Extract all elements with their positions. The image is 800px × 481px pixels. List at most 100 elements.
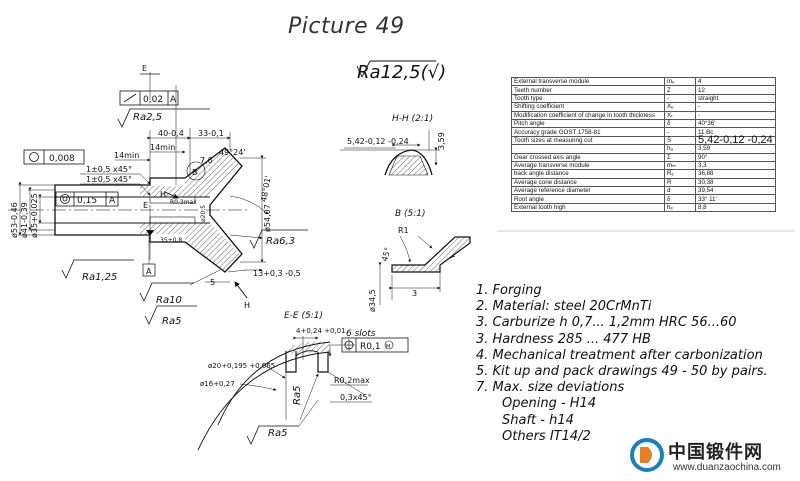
param-symbol-cell: hₐ xyxy=(664,144,696,154)
note-line: 3. Hardness 285 ... 477 HB xyxy=(476,331,651,347)
param-name-cell: External tooth high xyxy=(511,202,665,213)
param-name-cell: Teeth number xyxy=(511,85,665,95)
param-value-cell: 39,54 xyxy=(695,186,776,196)
label-ee-ra5-b: Ra5 xyxy=(268,428,287,439)
label-dia-54: ø54,07 xyxy=(263,204,272,232)
label-angle-48: 48°01' xyxy=(259,175,272,203)
param-value-cell: 12 xyxy=(695,85,776,95)
label-b-45: 45° xyxy=(380,246,392,262)
label-14min-a: 14min xyxy=(114,151,139,160)
watermark: 中国锻件网 www.duanzaochina.com xyxy=(628,436,798,478)
param-symbol-cell: δ xyxy=(664,118,696,129)
label-ee-ra5: Ra5 xyxy=(292,386,303,405)
label-r03: R0,3max xyxy=(170,199,197,206)
param-symbol-cell: hₑ xyxy=(664,202,696,213)
label-position-tol: 0,15 xyxy=(77,196,97,206)
label-ra-1-25: Ra1,25 xyxy=(82,272,117,283)
drawing-title: Picture 49 xyxy=(288,14,405,39)
technical-notes: 1. Forging 2. Material: steel 20CrMnTi 3… xyxy=(476,283,768,445)
label-b-r1: R1 xyxy=(398,226,409,235)
table-row: Accuracy grade GOST 1758-81-11 Bc xyxy=(511,127,776,137)
note-line: Others IT14/2 xyxy=(502,428,591,444)
label-dim-13: 13+0,3 -0,5 xyxy=(253,269,301,278)
param-name-cell: back angle distance xyxy=(511,169,665,179)
note-line: 3. Carburize h 0,7... 1,2mm HRC 56...60 xyxy=(476,315,737,331)
param-symbol-cell: Σ xyxy=(664,152,696,162)
label-circularity: 0,008 xyxy=(49,154,75,164)
param-value-cell: - xyxy=(695,110,776,120)
label-ee-r02: R0,2max xyxy=(334,376,370,385)
label-angle-49: 49°24' xyxy=(219,148,246,157)
param-name-cell: Shifting coefficient xyxy=(511,102,665,112)
label-position-ref: A xyxy=(109,196,116,206)
param-value-cell: 90° xyxy=(695,152,776,162)
param-symbol-cell: - xyxy=(664,127,696,137)
param-symbol-cell: Rₑ xyxy=(664,169,696,179)
note-line: Opening - H14 xyxy=(502,396,597,412)
label-slot-tol: R0,1 xyxy=(360,342,381,352)
section-hh-view xyxy=(340,130,440,176)
note-line: 4. Mechanical treatment after carbonizat… xyxy=(476,347,763,363)
param-name-cell: Gear crossed axis angle xyxy=(511,152,665,162)
param-name-cell: Modification coefficient of change in to… xyxy=(511,110,665,120)
watermark-logo-icon xyxy=(630,438,664,472)
label-dim-7-6: 7,6 xyxy=(200,156,213,165)
watermark-text: 中国锻件网 xyxy=(668,442,763,463)
param-value-cell: 36,88 xyxy=(695,169,776,179)
label-flatness-ref: A xyxy=(170,95,177,105)
label-chamfer-2: 1±0,5 x45° xyxy=(86,175,132,184)
param-symbol-cell: Xₜ xyxy=(664,110,696,120)
label-ra-top: Ra2,5 xyxy=(133,112,162,123)
label-dim-5: 5 xyxy=(210,278,215,287)
label-h-mark-1: H xyxy=(160,190,166,199)
label-e-mark: E xyxy=(143,201,148,210)
param-name-cell: Tooth sizes at measuring cut xyxy=(511,135,665,146)
note-line: 2. Material: steel 20CrMnTi xyxy=(476,299,652,315)
param-symbol-cell: R xyxy=(664,177,696,188)
label-dia-20-5: ø20,5 xyxy=(200,205,207,222)
param-name-cell: External transverse module xyxy=(511,76,665,87)
param-name-cell: Accuracy grade GOST 1758-81 xyxy=(511,127,665,137)
param-value-cell: 3,3 xyxy=(695,160,776,171)
table-row: Tooth type-straight xyxy=(511,93,776,104)
param-name-cell: Average transverse module xyxy=(511,160,665,171)
param-value-cell: 30,38 xyxy=(695,177,776,188)
label-datum-e: E xyxy=(142,64,147,73)
label-ee-dia-20: ø20+0,195 +0,065 xyxy=(208,362,275,370)
param-symbol-cell: mₑ xyxy=(664,76,696,87)
param-value-cell: 8,8 xyxy=(695,202,776,213)
label-hh-3-59: 3,59 xyxy=(437,132,446,150)
label-ra-6-3: Ra6,3 xyxy=(266,236,295,247)
param-value-cell: 40°36' xyxy=(695,118,776,129)
note-line: 7. Max. size deviations xyxy=(476,380,625,396)
label-h-mark-2: H xyxy=(244,301,250,310)
param-name-cell: Average cone distance xyxy=(511,177,665,188)
label-hh-dim: 5,42-0,12 -0,24 xyxy=(347,137,409,146)
param-symbol-cell: δ xyxy=(664,194,696,204)
label-ee-4: 4+0,24 +0,01 xyxy=(296,327,346,335)
note-line: Shaft - h14 xyxy=(502,412,574,428)
label-ee-title: E-E (5:1) xyxy=(284,311,323,321)
param-value-cell: - xyxy=(695,102,776,112)
section-ee-view xyxy=(197,336,409,451)
label-slots: 6 slots xyxy=(346,329,376,339)
param-symbol-cell: - xyxy=(664,93,696,104)
param-symbol-cell: mₘ xyxy=(664,160,696,171)
param-value-cell: 5,42-0,12 -0,24 xyxy=(695,134,776,146)
param-value-cell: 33° 11' xyxy=(695,194,776,204)
param-name-cell: Tooth type xyxy=(511,93,665,104)
param-value-cell: 4 xyxy=(695,76,776,87)
note-line: 1. Forging xyxy=(476,283,542,298)
